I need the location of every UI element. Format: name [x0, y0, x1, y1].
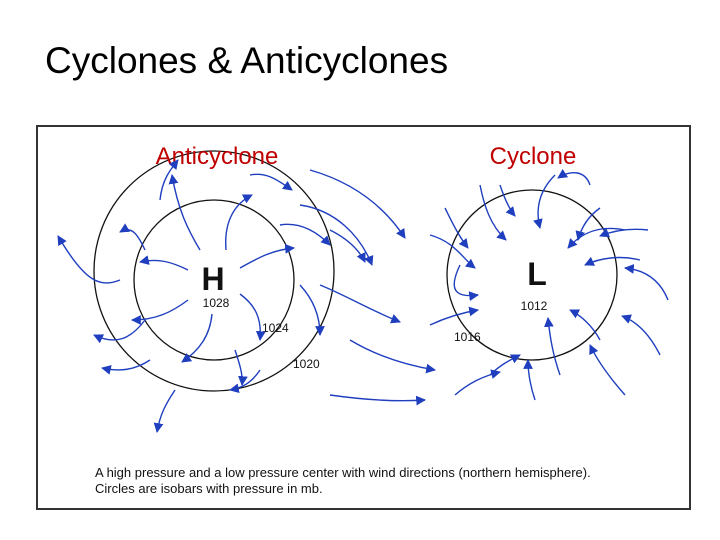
wind-arrow-mid-5 [329, 394, 426, 406]
pressure-label-1012: 1012 [521, 299, 548, 313]
low-pressure-symbol: L [527, 256, 547, 292]
anticyclone-wind-arrows [57, 159, 331, 433]
transition-wind-arrows [299, 169, 479, 406]
slide-title: Cyclones & Anticyclones [45, 40, 449, 81]
wind-arrow-mid-8 [453, 264, 479, 301]
wind-arrow-out-6 [131, 299, 189, 325]
wind-arrow-in-16 [454, 369, 501, 396]
wind-arrow-in-11 [444, 207, 469, 249]
wind-arrow-in-3 [533, 174, 556, 229]
wind-arrow-mid-6 [329, 229, 366, 263]
wind-arrow-in-2 [499, 184, 516, 217]
wind-arrow-in-7 [569, 309, 601, 341]
wind-arrow-out-5 [181, 313, 213, 363]
wind-arrow-in-17 [575, 207, 601, 241]
isobar-1020-circle [93, 150, 335, 392]
pressure-label-1020: 1020 [293, 357, 320, 371]
wind-arrow-out-12 [249, 173, 293, 191]
wind-arrow-out-17 [234, 349, 248, 386]
wind-arrow-in-9 [489, 354, 521, 376]
cyclone-label: Cyclone [490, 143, 577, 170]
cyclone-wind-arrows [429, 169, 669, 401]
wind-arrow-out-13 [279, 223, 331, 246]
wind-arrow-out-18 [101, 359, 151, 375]
wind-arrow-in-10 [429, 306, 479, 326]
wind-arrow-in-15 [523, 359, 536, 401]
wind-arrow-out-16 [153, 389, 176, 433]
wind-arrow-mid-3 [319, 284, 401, 324]
pressure-label-1024: 1024 [262, 321, 289, 335]
caption-line-1: A high pressure and a low pressure cente… [95, 465, 591, 480]
caption-line-2: Circles are isobars with pressure in mb. [95, 481, 323, 496]
wind-arrow-mid-7 [429, 234, 476, 269]
wind-arrow-out-2 [225, 194, 253, 251]
high-pressure-symbol: H [201, 261, 224, 297]
isobar-1024-circle [133, 199, 295, 361]
wind-arrow-out-10 [93, 319, 146, 344]
wind-arrow-in-5 [567, 227, 626, 249]
wind-arrow-out-8 [119, 223, 146, 251]
wind-arrow-mid-1 [309, 169, 406, 239]
wind-arrow-out-9 [57, 235, 121, 284]
wind-arrow-in-12 [624, 264, 669, 301]
pressure-label-1028: 1028 [203, 296, 230, 310]
wind-arrow-out-4 [239, 293, 266, 341]
wind-arrow-in-13 [621, 314, 661, 356]
wind-arrow-mid-2 [299, 204, 374, 266]
pressure-label-1016: 1016 [454, 330, 481, 344]
wind-arrow-out-11 [159, 159, 179, 201]
wind-arrow-in-4 [557, 169, 591, 186]
wind-arrow-out-3 [239, 243, 295, 269]
wind-arrow-in-18 [599, 228, 649, 238]
wind-arrow-mid-4 [349, 339, 436, 374]
wind-arrow-in-1 [479, 184, 507, 241]
wind-arrow-out-7 [139, 255, 189, 271]
wind-arrow-out-14 [299, 284, 325, 336]
wind-arrow-in-6 [584, 256, 641, 266]
wind-arrow-out-1 [168, 174, 201, 251]
wind-arrow-in-8 [544, 317, 561, 376]
wind-arrow-in-14 [589, 344, 626, 396]
